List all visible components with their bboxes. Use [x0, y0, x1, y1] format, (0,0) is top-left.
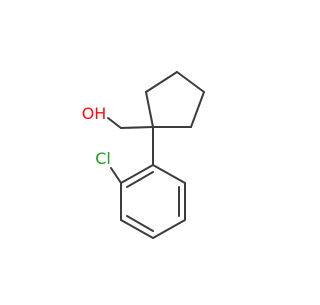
double-bond-inner-3 — [126, 171, 154, 188]
atom-label-oh: OH — [82, 104, 107, 123]
bond-ring-c3-c4 — [176, 71, 205, 93]
atom-label-cl: Cl — [95, 149, 111, 168]
bond-ch2-o — [107, 117, 122, 129]
double-bond-inner-2 — [126, 215, 154, 232]
bond-benzene-a1-a2 — [152, 164, 186, 184]
molecule-structure: OH Cl — [82, 71, 205, 239]
bond-ring-c1-c2 — [145, 91, 154, 128]
molecule-canvas: OH Cl — [81, 71, 205, 239]
bond-benzene-a3-a4 — [152, 219, 186, 239]
bond-benzene-a6-a1 — [120, 164, 154, 184]
bond-benzene-a4-a5 — [120, 219, 154, 239]
bond-ring-c2-c3 — [145, 71, 178, 93]
bond-aryl-cl — [110, 167, 122, 184]
bond-ring-c4-c5 — [190, 91, 205, 128]
bond-c1-ch2 — [120, 126, 154, 129]
